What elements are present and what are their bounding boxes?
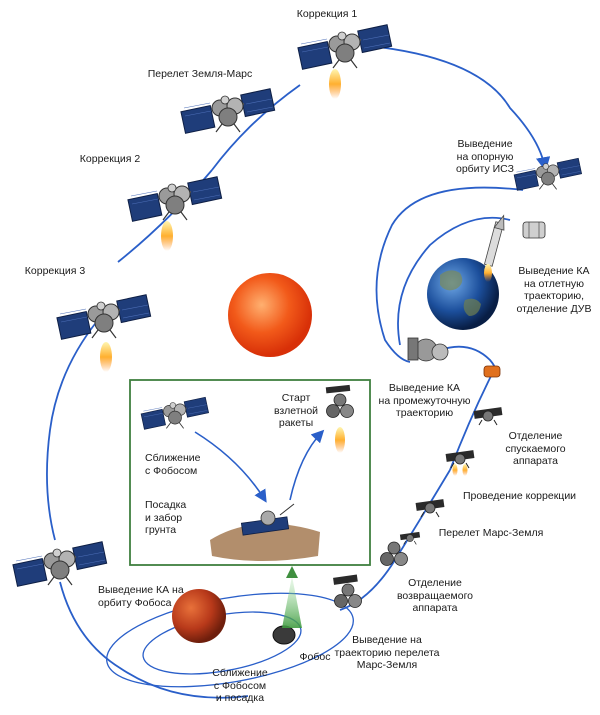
label-correction-1: Коррекция 1	[296, 8, 358, 20]
craft-small-2	[399, 531, 421, 545]
label-descent-separation: Отделение спускаемого аппарата	[505, 430, 566, 467]
inset-ascent-rocket	[325, 384, 354, 453]
label-intermediate-trajectory: Выведение КА на промежуточную траекторию	[378, 382, 471, 419]
satellite-phobos-orbit	[11, 540, 108, 588]
craft-mars-earth	[415, 498, 445, 518]
craft-injection	[333, 574, 362, 608]
label-correction-3: Коррекция 3	[24, 265, 86, 277]
inset-label-launch: Старт взлетной ракеты	[273, 392, 319, 429]
inset-label-landing: Посадка и забор грунта	[145, 499, 187, 536]
sun	[228, 273, 312, 357]
label-departure-trajectory: Выведение КА на отлетную траекторию, отд…	[516, 265, 592, 315]
satellite-earth-mars	[179, 87, 276, 135]
satellite-correction-1	[296, 23, 393, 99]
launch-rocket	[483, 214, 505, 282]
label-earth-mars-transfer: Перелет Земля-Марс	[147, 68, 253, 80]
label-return-separation: Отделение возвращаемого аппарата	[396, 577, 474, 614]
intermediate-craft	[407, 337, 449, 362]
inset-arrow-ascent	[289, 429, 325, 501]
phobos-body	[272, 625, 296, 645]
label-correction-2: Коррекция 2	[79, 153, 141, 165]
capsule	[483, 365, 501, 378]
label-phobos: Фобос	[299, 651, 331, 663]
upper-stage-module	[522, 221, 546, 239]
ascent-beam	[282, 576, 302, 628]
satellite-correction-2	[126, 175, 223, 251]
label-mars-earth-transfer: Перелет Марс-Земля	[438, 527, 544, 539]
inset-arrow-descent	[194, 431, 267, 503]
label-support-orbit: Выведение на опорную орбиту ИСЗ	[455, 138, 514, 175]
ascent-arrow	[286, 566, 298, 578]
label-mars-earth-injection: Выведение на траекторию перелета Марс-Зе…	[334, 634, 440, 671]
inset-lander	[210, 503, 320, 561]
earth	[427, 258, 499, 330]
label-approach-landing: Сближение с Фобосом и посадка	[212, 667, 268, 704]
inset-label-approach: Сближение с Фобосом	[145, 452, 201, 477]
mars	[172, 589, 226, 643]
label-correction-maneuver: Проведение коррекции	[462, 490, 577, 502]
craft-descent-separation	[473, 406, 503, 426]
craft-correction	[445, 449, 475, 476]
label-phobos-orbit: Выведение КА на орбиту Фобоса	[98, 584, 184, 609]
